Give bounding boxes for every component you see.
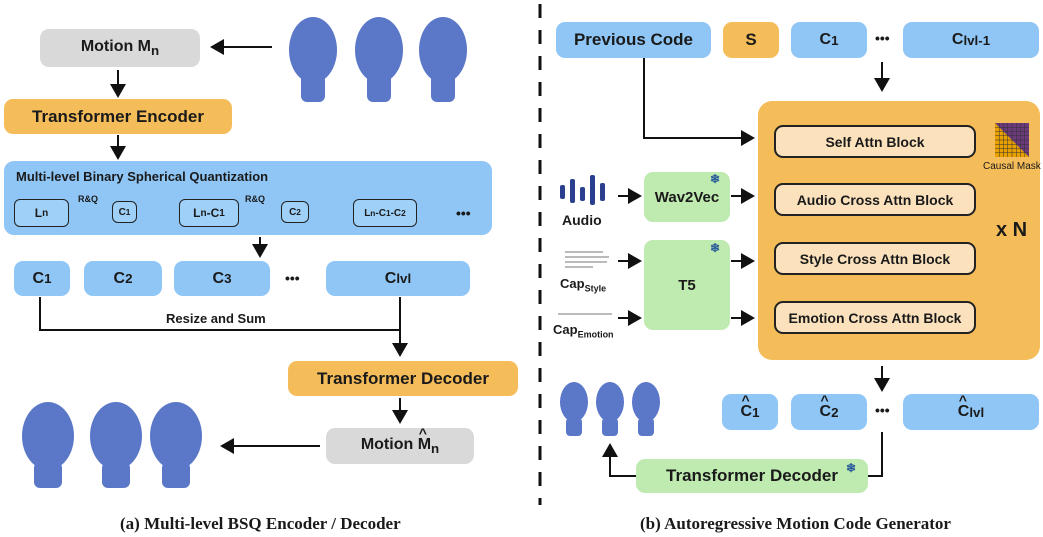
- cap-emotion-label: CapEmotion: [553, 322, 614, 340]
- motion-input-box: Motion Mn: [40, 29, 200, 67]
- wav2vec-encoder: Wav2Vec: [644, 172, 730, 222]
- transformer-encoder: Transformer Encoder: [4, 99, 232, 134]
- face-meshes-output: [22, 402, 202, 488]
- motion-output-label: Motion MMotion Mn: [361, 425, 439, 456]
- frozen-snowflake-icon: ❄: [846, 461, 857, 475]
- out-codes-ellipsis: •••: [875, 402, 890, 418]
- motion-output-box: Motion MMotion Mn: [326, 425, 474, 464]
- style-cross-attn-block: Style Cross Attn Block: [774, 242, 976, 275]
- codes-ellipsis: •••: [285, 270, 300, 286]
- t5-encoder: T5: [644, 240, 730, 330]
- emotion-text-thumbnail-icon: [558, 313, 612, 315]
- motion-input-label: Motion Mn: [80, 37, 160, 59]
- face-meshes-input: [289, 17, 467, 102]
- frozen-snowflake-icon: ❄: [710, 172, 721, 186]
- frozen-snowflake-icon: ❄: [710, 241, 721, 255]
- cap-style-label: CapStyle: [560, 276, 607, 294]
- causal-mask-label: Causal Mask: [983, 161, 1041, 172]
- previous-code-box: Previous Code: [556, 22, 711, 58]
- transformer-decoder-right: Transformer Decoder: [636, 459, 868, 493]
- bsq-title: Multi-level Binary Spherical Quantizatio…: [16, 169, 269, 184]
- audio-cross-attn-block: Audio Cross Attn Block: [774, 183, 976, 216]
- rq-label-2: R&Q: [245, 194, 265, 204]
- caption-right: (b) Autoregressive Motion Code Generator: [640, 514, 951, 533]
- out-code-c1: C1: [722, 392, 778, 430]
- causal-mask-grid-icon: [995, 123, 1029, 157]
- bsq-ellipsis: •••: [456, 205, 471, 221]
- repeat-n-label: x N: [996, 219, 1028, 241]
- caption-left: (a) Multi-level BSQ Encoder / Decoder: [120, 514, 401, 533]
- out-code-c2: C2: [791, 392, 867, 430]
- transformer-decoder-left: Transformer Decoder: [288, 361, 518, 396]
- style-text-thumbnail-icon: [565, 251, 609, 268]
- emotion-cross-attn-block: Emotion Cross Attn Block: [774, 301, 976, 334]
- audio-waveform-icon: [560, 175, 605, 205]
- resize-sum-label: Resize and Sum: [166, 311, 266, 326]
- self-attn-block: Self Attn Block: [774, 125, 976, 158]
- face-meshes-generated: [560, 382, 660, 436]
- top-codes-ellipsis: •••: [875, 30, 890, 46]
- rq-label-1: R&Q: [78, 194, 98, 204]
- start-token-s: S: [723, 22, 779, 58]
- audio-label: Audio: [562, 212, 602, 228]
